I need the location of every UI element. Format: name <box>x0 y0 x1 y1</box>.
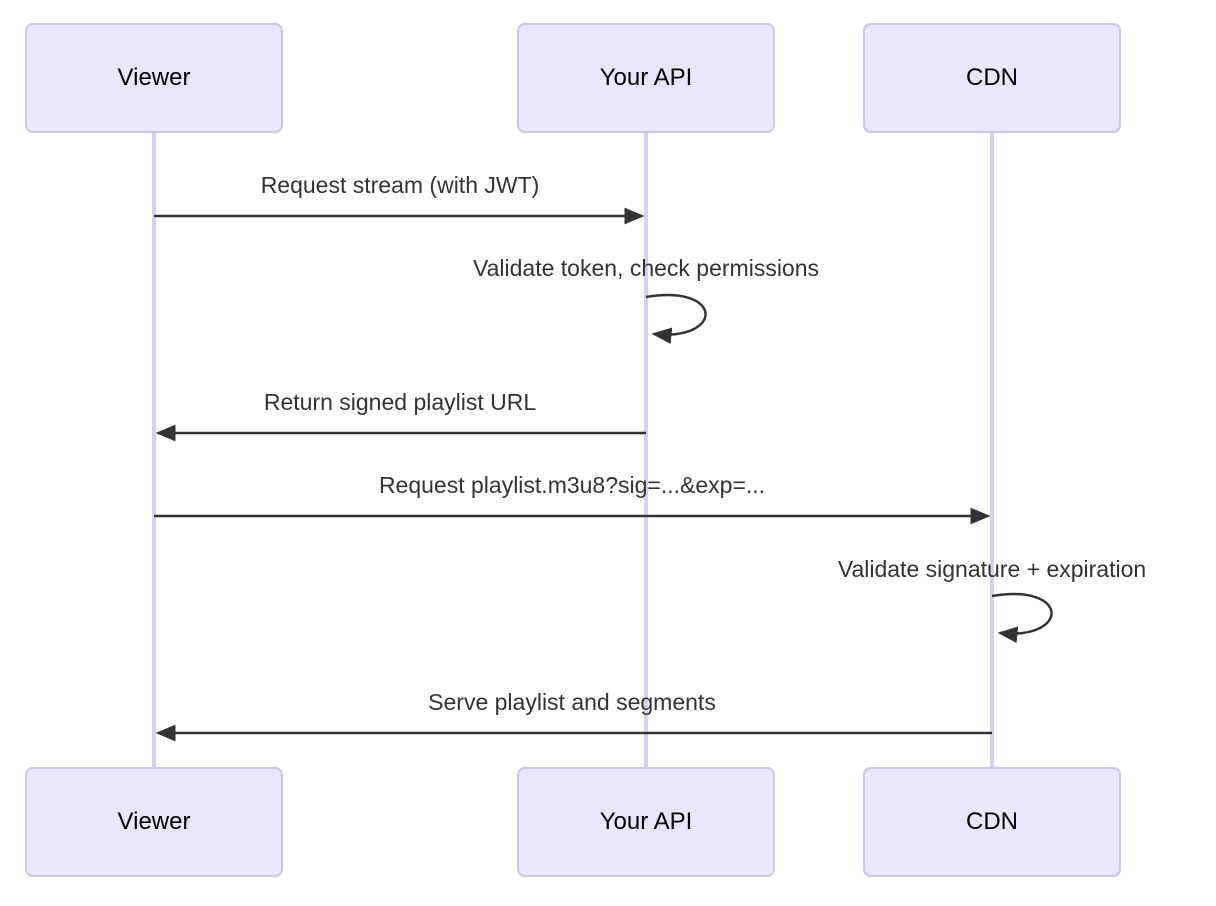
actor-label-your-api: Your API <box>599 808 693 835</box>
actor-box-top-viewer: Viewer <box>25 23 283 133</box>
actor-box-top-your-api: Your API <box>517 23 775 133</box>
actor-label-viewer: Viewer <box>117 808 191 835</box>
actor-box-top-cdn: CDN <box>863 23 1121 133</box>
actor-box-bottom-cdn: CDN <box>863 767 1121 877</box>
message-label-validate-token: Validate token, check permissions <box>472 255 820 281</box>
message-label-serve-playlist: Serve playlist and segments <box>428 689 716 715</box>
message-label-return-signed-url: Return signed playlist URL <box>263 389 537 415</box>
actor-box-bottom-viewer: Viewer <box>25 767 283 877</box>
message-label-request-stream: Request stream (with JWT) <box>260 172 540 198</box>
actor-label-cdn: CDN <box>966 64 1018 91</box>
actor-label-cdn: CDN <box>966 808 1018 835</box>
actor-box-bottom-your-api: Your API <box>517 767 775 877</box>
message-label-request-playlist: Request playlist.m3u8?sig=...&exp=... <box>378 472 766 498</box>
self-loop-validate-signature <box>991 592 1053 644</box>
self-loop-validate-token <box>645 293 707 345</box>
message-label-validate-signature: Validate signature + expiration <box>837 556 1147 582</box>
actor-label-your-api: Your API <box>599 64 693 91</box>
actor-label-viewer: Viewer <box>117 64 191 91</box>
